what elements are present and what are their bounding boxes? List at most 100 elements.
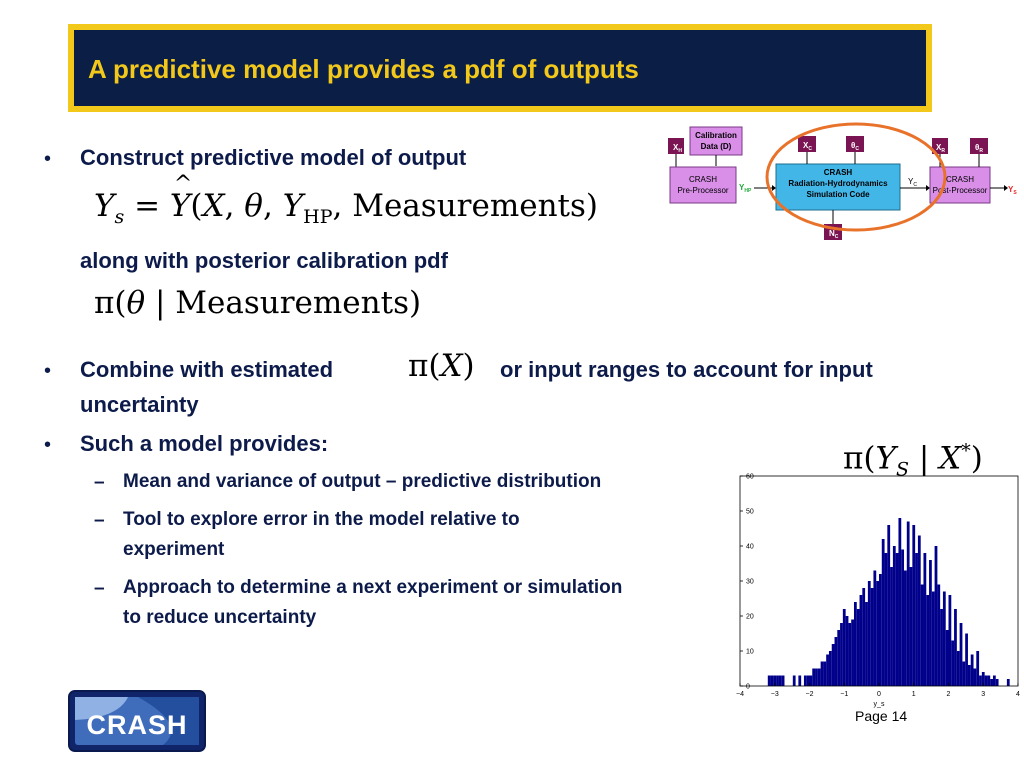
histogram-bar [970,654,974,686]
y-tick-label: 20 [746,614,754,621]
param-thetac-box [846,136,864,152]
subbullet-approach-l2: to reduce uncertainty [123,607,317,628]
histogram-bar [942,591,946,686]
workflow-diagram: Calibration Data (D) XH CRASH Pre-Proces… [668,122,1017,240]
bullet-marker: • [44,434,52,456]
equation-predictive-model: Ys = Y^(X, θ, YHP, Measurements) [94,172,598,229]
y-tick-label: 0 [746,684,750,691]
histogram-bar [767,675,771,686]
histogram-bar [959,623,963,686]
histogram-bar [845,616,849,686]
histogram-bar [990,679,993,686]
histogram-bar [834,637,838,686]
histogram-bar [842,609,846,686]
calibration-label-1: Calibration [695,131,737,140]
bullet-provides: Such a model provides: [80,431,329,456]
histogram-bar [865,602,868,686]
histogram-bar [867,581,871,686]
bullet-posterior: along with posterior calibration pdf [80,248,448,273]
histogram-bar [929,560,932,686]
histogram-bar [920,584,924,686]
histogram-bar [984,675,988,686]
x-tick-label: −4 [736,691,744,698]
x-tick-label: 1 [912,691,916,698]
dash-marker: – [94,578,105,599]
svg-text:NC: NC [829,229,839,240]
histogram-bar [823,661,827,686]
x-tick-label: 4 [1016,691,1020,698]
calibration-data-box [689,126,743,156]
histogram-bar [851,619,854,686]
histogram-bar [812,668,816,686]
histogram-bar [809,675,813,686]
y-tick-label: 50 [746,509,754,516]
subbullet-tool-l2: experiment [123,539,225,560]
histogram-bar [912,525,916,686]
param-xc-box [798,136,816,152]
y-tick-label: 40 [746,544,754,551]
svg-text:XR: XR [936,143,945,154]
pre-processor-box [669,166,737,204]
histogram-bar [973,668,977,686]
svg-text:XH: XH [673,143,682,154]
histogram-bar [806,675,810,686]
histogram-bar [826,654,829,686]
histogram-bar [904,570,907,686]
subbullet-mean-variance: Mean and variance of output – predictive… [123,471,602,492]
histogram-bar [898,518,902,686]
histogram-bar [948,595,952,686]
histogram-bar [956,651,960,686]
histogram-bar [962,661,966,686]
histogram-bar [773,675,777,686]
histogram-bar [917,535,921,686]
histogram-bar [815,668,818,686]
x-tick-label: 0 [877,691,881,698]
logo-text: CRASH [86,710,187,740]
histogram-bar [848,623,852,686]
histogram-bar [976,651,980,686]
histogram-bar [881,539,885,686]
bullet-marker: • [44,360,52,382]
histogram-bar [945,630,949,686]
post-label-1: CRASH [946,175,974,184]
histogram-bar [981,672,985,686]
bullet-marker: • [44,148,52,170]
histogram-bar [831,644,835,686]
svg-text:θC: θC [851,141,859,152]
calibration-label-2: Data (D) [701,142,732,151]
dash-marker: – [94,510,105,531]
pre-label-2: Pre-Processor [677,186,728,195]
y-tick-label: 10 [746,649,754,656]
slide-title: A predictive model provides a pdf of out… [88,54,639,84]
bullet-combine-c: uncertainty [80,392,199,417]
histogram-bar [873,570,877,686]
histogram-bar [979,675,982,686]
histogram-bar [853,602,857,686]
histogram-bar [840,623,843,686]
histogram-bar [803,675,807,686]
equation-posterior: π(θ | Measurements) [94,285,422,321]
highlight-circle [765,122,947,232]
svg-text:YC: YC [908,177,917,188]
svg-text:YHP: YHP [739,183,752,194]
svg-text:XC: XC [803,141,812,152]
histogram-bar [776,675,779,686]
histogram-bar [909,567,913,686]
crash-label-2: Radiation-Hydrodynamics [788,179,888,188]
x-tick-label: 3 [981,691,985,698]
histogram-bar [870,588,874,686]
crash-code-box [775,163,901,211]
histogram-bar [965,633,968,686]
histogram-bar [954,609,957,686]
histogram-bar [987,675,991,686]
histogram-bar [992,675,996,686]
histogram-bar [778,675,782,686]
histogram-bar [817,668,821,686]
histogram-bar [792,675,796,686]
dash-marker: – [94,472,105,493]
crash-logo: CRASH [68,690,206,752]
histogram-bar [901,549,905,686]
subbullet-approach-l1: Approach to determine a next experiment … [123,577,623,598]
histogram-bar [828,651,832,686]
svg-text:θR: θR [975,143,983,154]
